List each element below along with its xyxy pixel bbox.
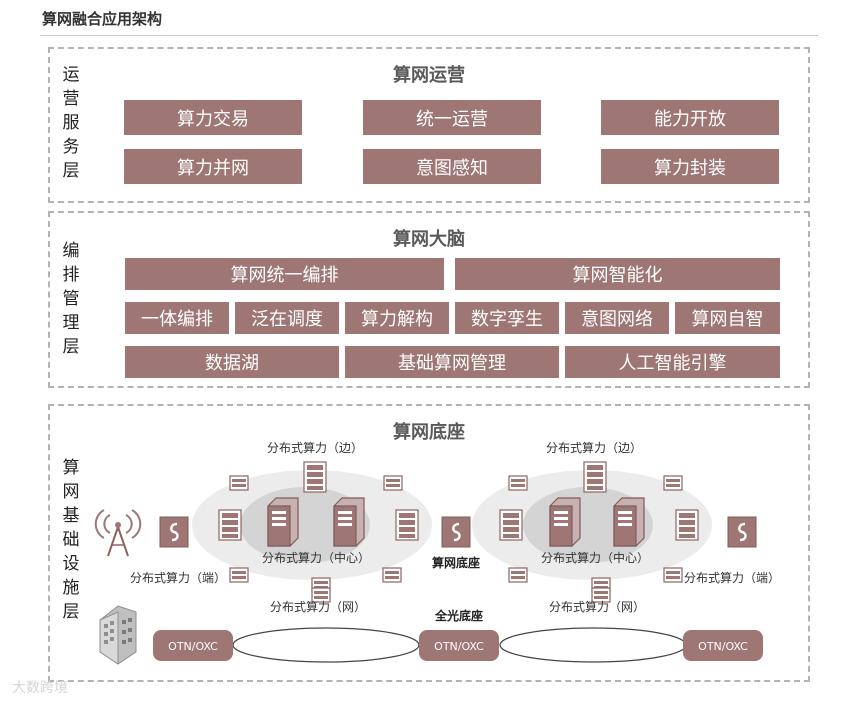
page-title: 算网融合应用架构 bbox=[42, 10, 163, 28]
switch-icon bbox=[508, 567, 528, 583]
box-digital-twin: 数字孪生 bbox=[455, 302, 559, 334]
antenna-icon bbox=[94, 509, 142, 557]
terminal-label-left: 分布式算力（端） bbox=[130, 570, 226, 585]
otn-node-right: OTN/OXC bbox=[683, 630, 763, 661]
server-tower-icon bbox=[549, 497, 581, 547]
box-basic-network-management: 基础算网管理 bbox=[345, 346, 559, 378]
box-intent-sensing: 意图感知 bbox=[363, 149, 541, 184]
network-label-left: 分布式算力（网） bbox=[270, 599, 366, 614]
box-compute-packaging: 算力封装 bbox=[601, 149, 779, 184]
server-tower-icon bbox=[267, 497, 299, 547]
box-network-intelligence: 算网智能化 bbox=[455, 258, 780, 290]
box-integrated-orchestration: 一体编排 bbox=[125, 302, 229, 334]
orchestration-layer-label: 编排管理层 bbox=[62, 241, 80, 357]
infrastructure-layer-label: 算网基础设施层 bbox=[62, 458, 80, 622]
server-rack-icon bbox=[218, 509, 242, 541]
box-capability-exposure: 能力开放 bbox=[601, 100, 779, 135]
service-layer-heading: 算网运营 bbox=[393, 65, 465, 86]
base-label: 算网底座 bbox=[432, 555, 480, 570]
box-compute-trading: 算力交易 bbox=[124, 100, 302, 135]
box-unified-orchestration: 算网统一编排 bbox=[125, 258, 444, 290]
otn-label: OTN/OXC bbox=[434, 640, 484, 653]
switch-icon bbox=[383, 475, 403, 491]
center-label-right: 分布式算力（中心） bbox=[541, 550, 649, 565]
orchestration-layer: 编排管理层 算网大脑 算网统一编排 算网智能化 一体编排 泛在调度 算力解构 数… bbox=[48, 211, 810, 388]
server-tower-icon bbox=[333, 497, 365, 547]
optical-ring-right bbox=[499, 627, 687, 663]
server-rack-icon bbox=[499, 509, 523, 541]
network-label-right: 分布式算力（网） bbox=[549, 599, 645, 614]
server-tower-icon bbox=[613, 497, 645, 547]
switch-icon bbox=[382, 567, 402, 583]
server-rack-icon bbox=[675, 509, 699, 541]
box-ai-engine: 人工智能引擎 bbox=[565, 346, 780, 378]
edge-label-left: 分布式算力（边） bbox=[267, 440, 363, 455]
otn-node-left: OTN/OXC bbox=[153, 630, 233, 661]
infrastructure-layer: 算网基础设施层 算网底座 bbox=[48, 404, 810, 682]
box-data-lake: 数据湖 bbox=[125, 346, 339, 378]
gateway-icon bbox=[440, 515, 472, 549]
box-compute-deconstruction: 算力解构 bbox=[345, 302, 449, 334]
edge-label-right: 分布式算力（边） bbox=[546, 440, 642, 455]
service-layer-label: 运营服务层 bbox=[62, 65, 80, 181]
optical-label: 全光底座 bbox=[434, 608, 483, 623]
optical-ring-left bbox=[232, 627, 420, 663]
server-rack-icon bbox=[303, 461, 327, 493]
gateway-icon bbox=[158, 515, 190, 549]
otn-label: OTN/OXC bbox=[168, 640, 218, 653]
terminal-label-right: 分布式算力（端） bbox=[684, 570, 780, 585]
watermark: 大数跨境 bbox=[12, 680, 68, 696]
title-divider bbox=[40, 35, 818, 36]
switch-icon bbox=[229, 567, 249, 583]
otn-label: OTN/OXC bbox=[698, 640, 748, 653]
server-rack-icon bbox=[395, 509, 419, 541]
server-rack-icon bbox=[583, 461, 607, 493]
service-layer: 运营服务层 算网运营 算力交易 统一运营 能力开放 算力并网 意图感知 算力封装 bbox=[48, 47, 810, 203]
center-label-left: 分布式算力（中心） bbox=[262, 550, 370, 565]
gateway-icon bbox=[726, 515, 758, 549]
infrastructure-layer-heading: 算网底座 bbox=[393, 422, 465, 443]
otn-node-center: OTN/OXC bbox=[419, 630, 499, 661]
box-ubiquitous-scheduling: 泛在调度 bbox=[235, 302, 339, 334]
box-unified-operation: 统一运营 bbox=[363, 100, 541, 135]
switch-icon bbox=[663, 567, 683, 583]
box-autonomous-network: 算网自智 bbox=[675, 302, 780, 334]
switch-icon bbox=[229, 475, 249, 491]
building-icon bbox=[99, 605, 137, 665]
switch-icon bbox=[508, 475, 528, 491]
box-compute-grid: 算力并网 bbox=[124, 149, 302, 184]
orchestration-layer-heading: 算网大脑 bbox=[393, 229, 465, 250]
switch-icon bbox=[663, 475, 683, 491]
box-intent-network: 意图网络 bbox=[565, 302, 669, 334]
